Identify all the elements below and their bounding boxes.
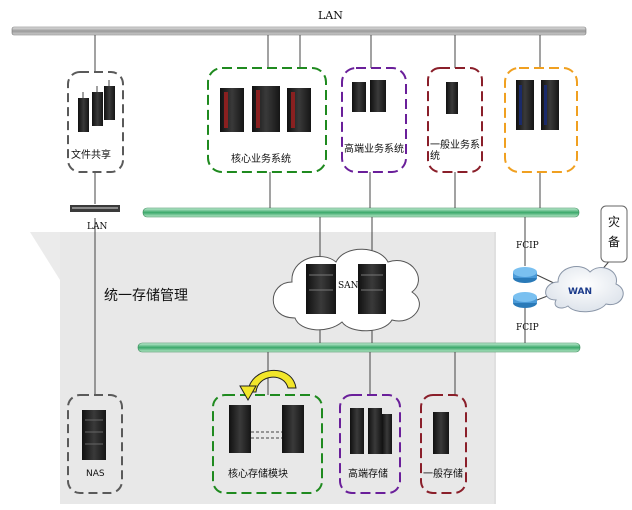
lan-bus-label: LAN [318,9,343,22]
wan-cloud [545,266,624,313]
fcip-top-label: FCIP [516,241,539,251]
high-business-servers-icon [352,80,386,112]
lan-switch-device [70,205,120,212]
high-business-label: 高端业务系统 [344,144,404,155]
nas-device-icon [82,410,106,460]
san-switch-2-icon [358,264,386,314]
core-storage-devices-icon [229,405,304,453]
lan-drop-lines [94,35,541,204]
core-business-label: 核心业务系统 [231,154,291,165]
core-storage-label: 核心存储模块 [228,469,288,480]
general-business-server-icon [446,82,458,114]
san-upper-bus [142,207,580,218]
core-storage-box [212,394,323,494]
high-storage-devices-icon [350,408,392,454]
general-storage-device-icon [433,412,449,454]
san-lower-bus [137,342,581,353]
fcip-bottom-label: FCIP [516,323,539,333]
backup-callout-box [600,205,628,263]
general-business-label: 一般业务系统 [430,140,480,162]
replication-arrow-icon [239,370,297,402]
file-share-box [67,71,124,173]
router-bottom-icon [513,292,537,308]
general-storage-box [420,394,467,494]
router-top-icon [513,267,537,283]
nas-box [67,394,123,494]
lan-switch-label: LAN [87,222,108,232]
backup-label: 灾备 [608,215,621,249]
general-business-box [427,67,483,173]
core-business-box [207,67,327,173]
backup-site-box [504,67,578,173]
san-switch-1-icon [306,264,336,314]
unified-storage-label: 统一存储管理 [104,288,188,304]
file-share-servers-icon [78,80,115,132]
high-business-box [341,67,407,173]
high-storage-box [339,394,401,494]
high-storage-label: 高端存储 [348,469,388,480]
nas-label: NAS [86,469,105,479]
core-business-servers-icon [220,86,311,132]
general-storage-label: 一般存储 [423,469,463,480]
backup-servers-icon [516,80,559,130]
san-label: SAN [338,281,359,291]
lan-bus [11,26,587,36]
unified-storage-panel [30,232,496,504]
file-share-label: 文件共享 [71,150,111,161]
wan-label: WAN [568,287,593,297]
